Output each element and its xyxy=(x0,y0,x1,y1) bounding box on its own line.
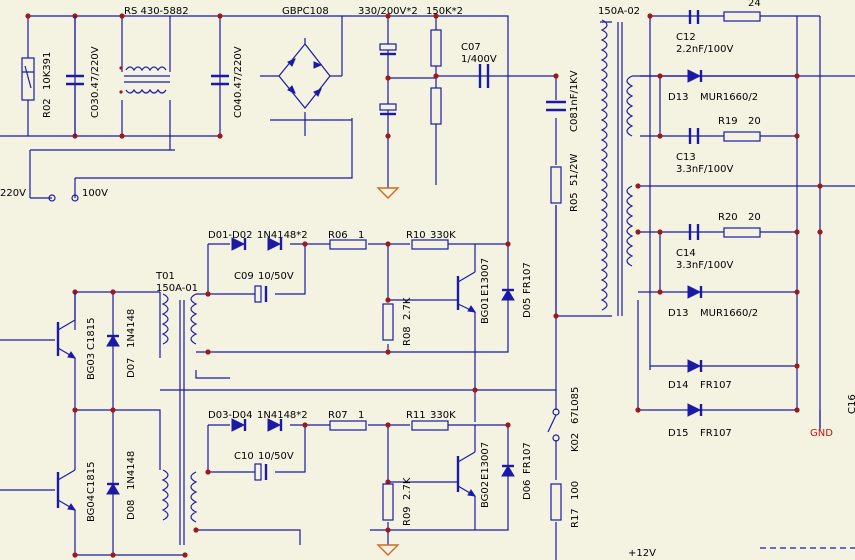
label-c07-value: 1/400V xyxy=(461,54,497,65)
label-bg02-part: E13007 xyxy=(480,442,491,480)
label-r03-value: 150K*2 xyxy=(426,6,463,17)
label-r08: R08 xyxy=(402,326,413,346)
label-d14-part: FR107 xyxy=(700,380,732,391)
label-d01-value: 1N4148*2 xyxy=(257,230,308,241)
label-gnd: GND xyxy=(810,428,833,439)
ground-symbols xyxy=(376,187,400,556)
label-k02-part: 67L085 xyxy=(570,387,581,424)
label-r18-value: 24 xyxy=(748,0,761,9)
label-r08-value: 2.7K xyxy=(402,297,413,320)
label-c13-value: 3.3nF/100V xyxy=(676,164,733,175)
label-input-220v: 220V xyxy=(0,188,26,199)
label-c12-value: 2.2nF/100V xyxy=(676,44,733,55)
label-r09-value: 2.7K xyxy=(402,477,413,500)
label-r07-value: 1 xyxy=(358,410,364,421)
label-bg04-part: C1815 xyxy=(86,462,97,494)
label-input-100v: 100V xyxy=(82,188,108,199)
label-r19: R19 xyxy=(718,116,738,127)
label-bg01-part: E13007 xyxy=(480,258,491,296)
label-c16: C16 xyxy=(847,394,855,414)
label-d01-d02: D01-D02 xyxy=(208,230,252,241)
label-c14: C14 xyxy=(676,248,696,259)
label-d13-upper: D13 xyxy=(668,92,688,103)
label-bg03: BG03 xyxy=(86,353,97,380)
label-d13-lower: D13 xyxy=(668,308,688,319)
label-r02: R02 xyxy=(42,98,53,118)
label-bridge-part: GBPC108 xyxy=(282,6,329,17)
label-r09: R09 xyxy=(402,506,413,526)
label-d06-part: FR107 xyxy=(522,442,533,474)
label-bg03-part: C1815 xyxy=(86,318,97,350)
junctions xyxy=(25,13,823,558)
label-c14-value: 3.3nF/100V xyxy=(676,260,733,271)
label-r05-value: 51/2W xyxy=(569,154,580,186)
label-d08: D08 xyxy=(126,500,137,520)
label-r17: R17 xyxy=(570,508,581,528)
label-c04: C04 xyxy=(233,98,244,118)
label-r20-value: 20 xyxy=(748,212,761,223)
label-r19-value: 20 xyxy=(748,116,761,127)
label-c03: C03 xyxy=(90,98,101,118)
label-d06: D06 xyxy=(522,480,533,500)
label-r10-value: 330K xyxy=(430,230,456,241)
components xyxy=(21,10,821,545)
label-d13-lower-value: MUR1660/2 xyxy=(700,308,758,319)
label-c12: C12 xyxy=(676,32,696,43)
label-c13: C13 xyxy=(676,152,696,163)
label-t01: T01 xyxy=(155,271,175,282)
label-c04-value: 0.47/220V xyxy=(233,46,244,98)
label-plus-12v: +12V xyxy=(628,548,656,559)
label-c07: C07 xyxy=(461,42,481,53)
label-d13-upper-value: MUR1660/2 xyxy=(700,92,758,103)
label-bg04: BG04 xyxy=(86,495,97,522)
label-d07-part: 1N4148 xyxy=(126,309,137,348)
label-c08-value: 1nF/1KV xyxy=(569,70,580,112)
label-r17-value: 100 xyxy=(570,481,581,500)
label-r02-value: 10K391 xyxy=(42,52,53,90)
label-bg01: BG01 xyxy=(480,297,491,324)
label-r07: R07 xyxy=(328,410,348,421)
label-c05-value: 330/200V*2 xyxy=(358,6,418,17)
label-c09-value: 10/50V xyxy=(258,271,294,282)
label-k02: K02 xyxy=(570,433,581,452)
label-c09: C09 xyxy=(234,271,254,282)
label-d14: D14 xyxy=(668,380,688,391)
label-r11-value: 330K xyxy=(430,410,456,421)
label-d07: D07 xyxy=(126,358,137,378)
label-d15: D15 xyxy=(668,428,688,439)
label-c03-value: 0.47/220V xyxy=(90,46,101,98)
label-d05: D05 xyxy=(522,298,533,318)
label-d08-part: 1N4148 xyxy=(126,451,137,490)
label-r06-value: 1 xyxy=(358,230,364,241)
label-d03-d04: D03-D04 xyxy=(208,410,252,421)
label-t02-part: 150A-02 xyxy=(598,6,640,17)
label-t01-part: 150A-01 xyxy=(156,283,198,294)
label-bg02: BG02 xyxy=(480,481,491,508)
label-r06: R06 xyxy=(328,230,348,241)
label-c10-value: 10/50V xyxy=(258,451,294,462)
label-c10: C10 xyxy=(234,451,254,462)
label-r05: R05 xyxy=(569,192,580,212)
label-r20: R20 xyxy=(718,212,738,223)
label-choke-part: RS 430-5882 xyxy=(124,6,189,17)
label-d05-part: FR107 xyxy=(522,262,533,294)
label-c08: C08 xyxy=(569,112,580,132)
label-d03-value: 1N4148*2 xyxy=(257,410,308,421)
label-d15-part: FR107 xyxy=(700,428,732,439)
label-r11: R11 xyxy=(406,410,426,421)
label-r10: R10 xyxy=(406,230,426,241)
